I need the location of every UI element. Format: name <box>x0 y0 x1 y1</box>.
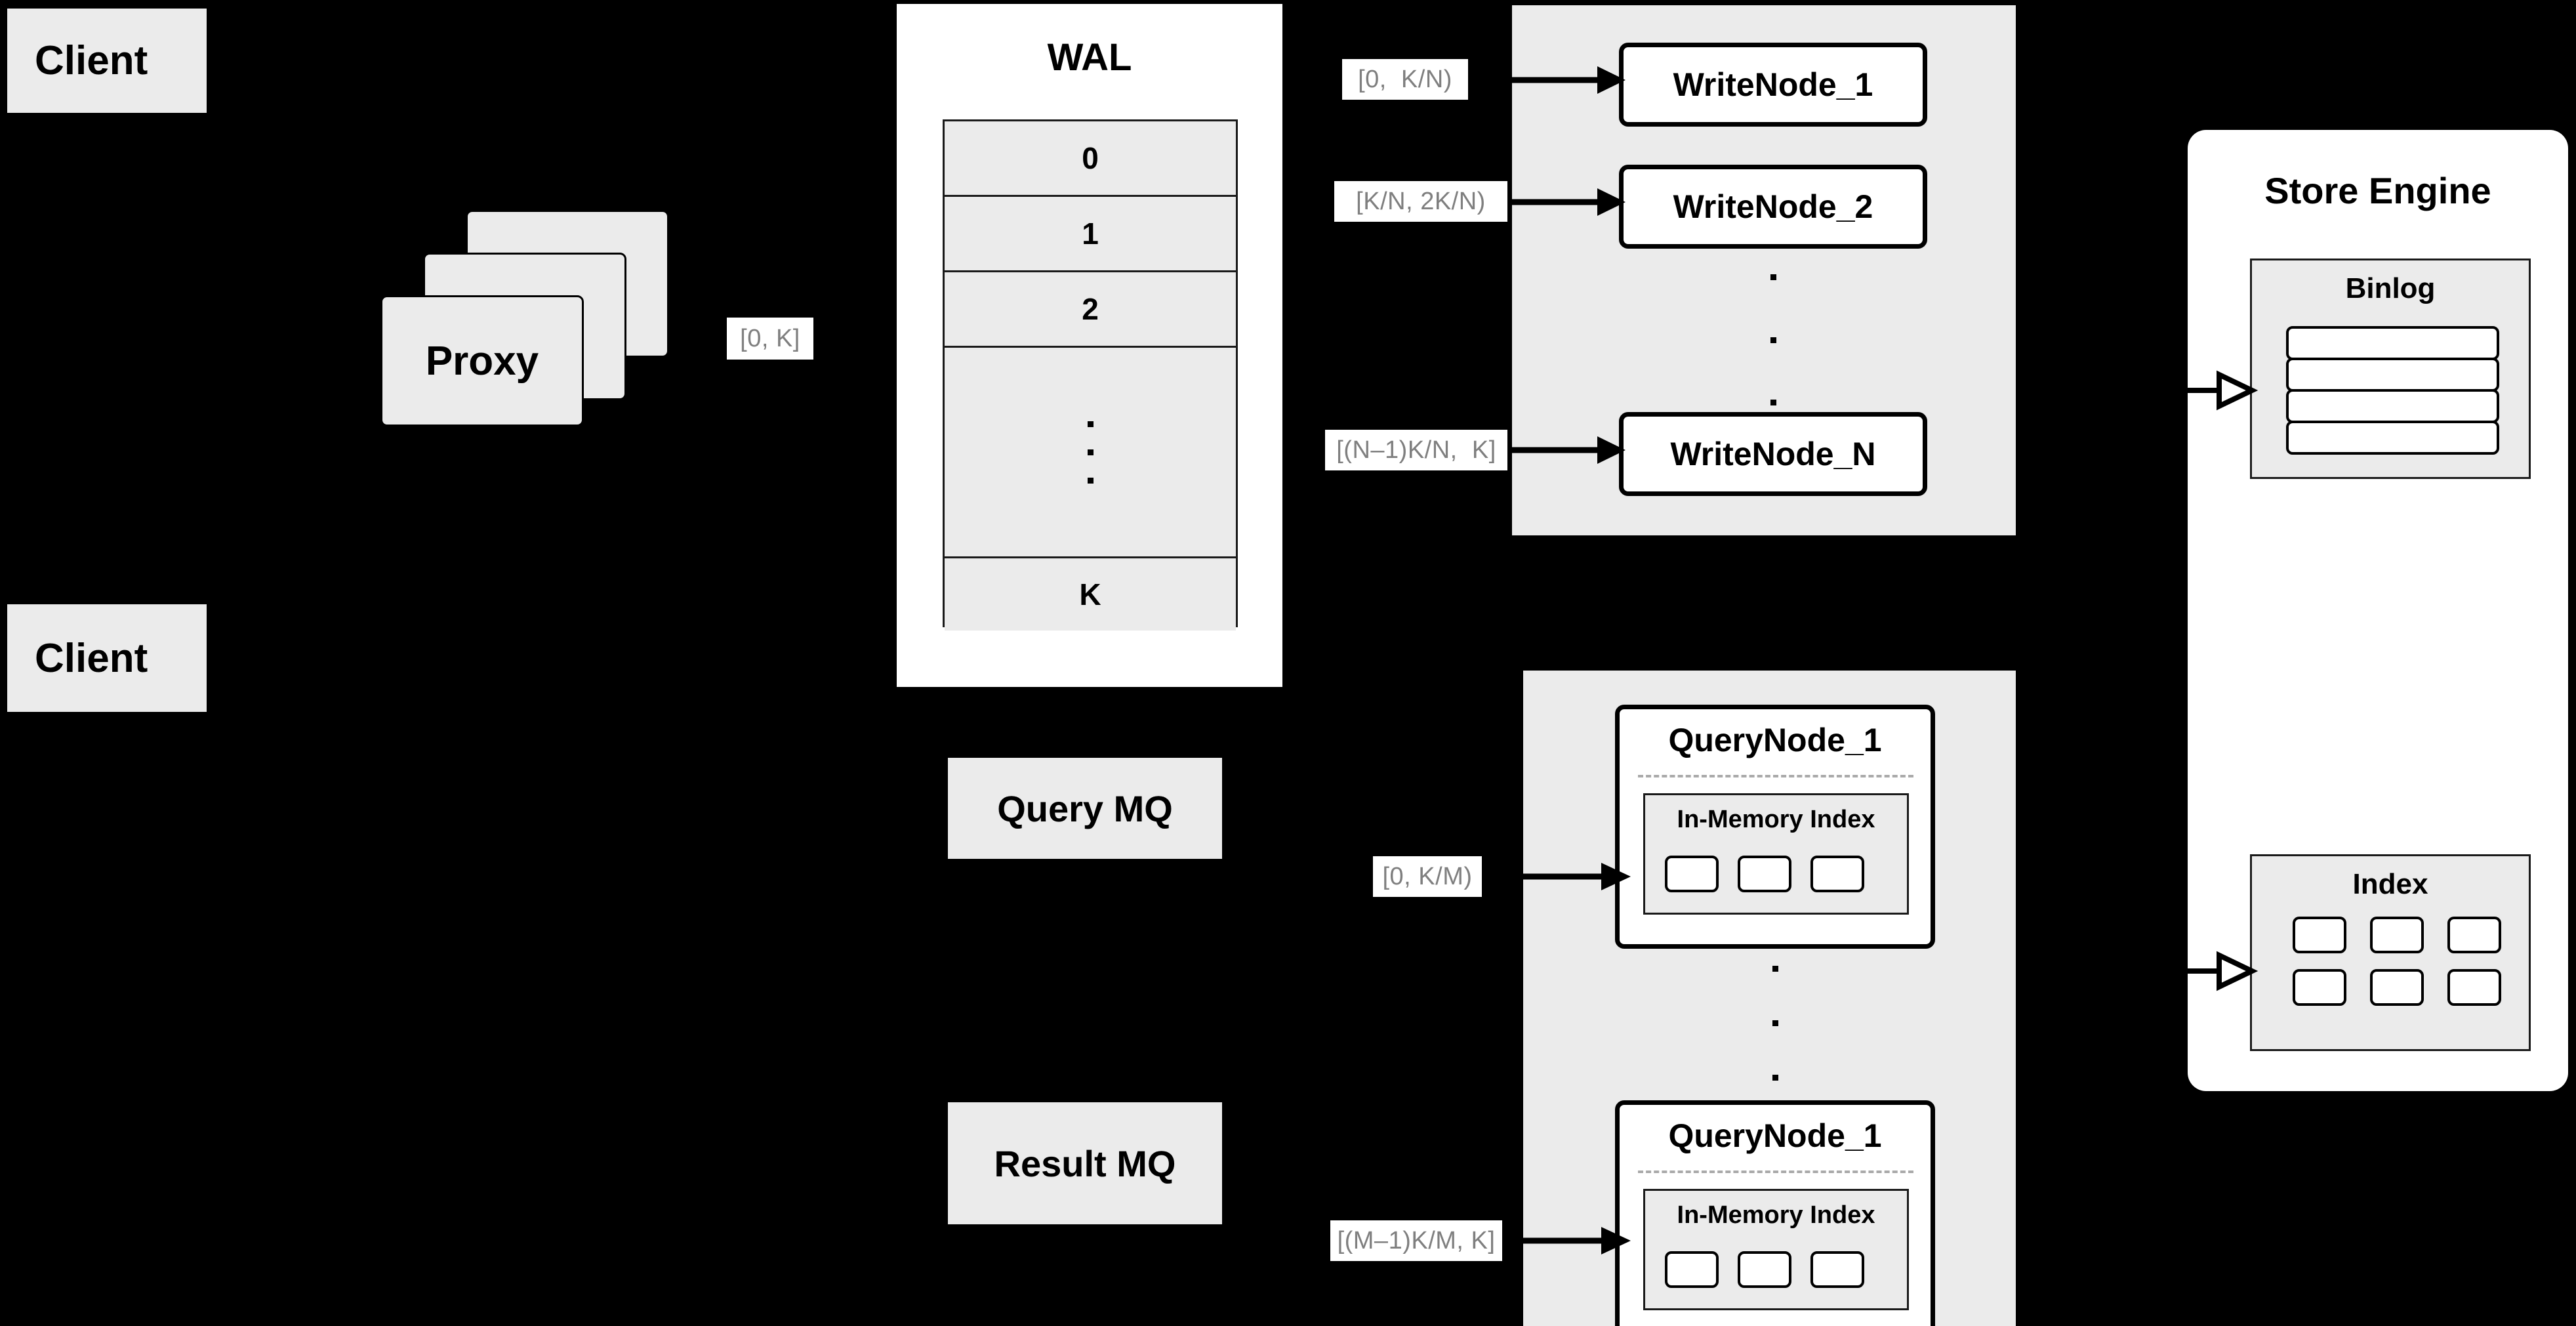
ellipsis-dot <box>1772 966 1778 972</box>
binlog-box: Binlog <box>2250 259 2531 479</box>
edge-label-text-qm: [(M–1)K/M, K] <box>1337 1226 1496 1254</box>
write-cluster-ellipsis <box>1770 274 1776 405</box>
in-memory-index-box-m: In-Memory Index <box>1643 1189 1909 1310</box>
index-cell <box>2447 917 2501 953</box>
proxy-label: Proxy <box>425 338 539 384</box>
index-mini-cell <box>1665 1251 1719 1288</box>
proxy-card-front[interactable]: Proxy <box>380 295 584 426</box>
query-node-box-m[interactable]: QueryNode_1 In-Memory Index <box>1615 1100 1935 1326</box>
client-label-1: Client <box>35 38 148 83</box>
wal-title: WAL <box>1047 36 1132 79</box>
index-cell <box>2370 969 2424 1006</box>
edge-label-wal-to-write-2: [K/N, 2K/N) <box>1334 181 1507 222</box>
write-node-label-1: WriteNode_1 <box>1673 66 1873 103</box>
query-node-label-m: QueryNode_1 <box>1668 1117 1882 1154</box>
index-title: Index <box>2352 868 2428 900</box>
ellipsis-dot <box>1087 449 1094 455</box>
binlog-title: Binlog <box>2345 272 2436 304</box>
edge-label-wal-to-write-n: [(N–1)K/N, K] <box>1325 430 1507 470</box>
edge-label-mq-to-query-m: [(M–1)K/M, K] <box>1330 1220 1502 1261</box>
query-node-cluster: QueryNode_1 In-Memory Index QueryNode_1 … <box>1523 671 2016 1326</box>
index-mini-cell <box>1738 856 1791 892</box>
result-mq-box[interactable]: Result MQ <box>946 1100 1224 1226</box>
query-node-label-1: QueryNode_1 <box>1668 722 1882 758</box>
ellipsis-dot <box>1770 337 1776 343</box>
index-box: Index <box>2250 854 2531 1051</box>
wal-cell-1[interactable]: 1 <box>945 197 1236 272</box>
wal-cell-ellipsis <box>945 348 1236 558</box>
result-mq-label: Result MQ <box>994 1142 1176 1184</box>
wal-cell-2[interactable]: 2 <box>945 272 1236 348</box>
in-memory-index-box-1: In-Memory Index <box>1643 793 1909 915</box>
index-mini-cell <box>1810 856 1864 892</box>
ellipsis-dot <box>1770 400 1776 405</box>
index-mini-cell <box>1665 856 1719 892</box>
index-cell <box>2447 969 2501 1006</box>
wal-cell-k[interactable]: K <box>945 558 1236 631</box>
arrow-to-index <box>2188 951 2259 991</box>
write-node-box-2[interactable]: WriteNode_2 <box>1619 165 1927 249</box>
query-node-divider-1 <box>1638 775 1913 777</box>
wal-cell-label-k: K <box>1079 577 1101 611</box>
ellipsis-dot <box>1087 421 1094 427</box>
arrow-mq-to-query-1 <box>1506 863 1631 890</box>
write-node-box-1[interactable]: WriteNode_1 <box>1619 43 1927 127</box>
edge-label-text-w2: [K/N, 2K/N) <box>1356 187 1486 215</box>
query-mq-box[interactable]: Query MQ <box>946 756 1224 861</box>
write-node-cluster: WriteNode_1 WriteNode_2 WriteNode_N <box>1512 5 2016 535</box>
binlog-row <box>2286 389 2499 423</box>
ellipsis-dot <box>1770 274 1776 280</box>
store-engine-panel: Store Engine Binlog Index <box>2188 130 2568 1091</box>
write-node-box-n[interactable]: WriteNode_N <box>1619 412 1927 496</box>
query-node-divider-m <box>1638 1171 1913 1173</box>
index-mini-cell <box>1810 1251 1864 1288</box>
arrow-to-binlog <box>2188 370 2259 411</box>
query-cluster-ellipsis <box>1772 966 1778 1081</box>
ellipsis-dot <box>1772 1075 1778 1081</box>
client-box-1[interactable]: Client <box>5 7 209 115</box>
ellipsis-dot <box>1087 477 1094 484</box>
index-cell <box>2370 917 2424 953</box>
binlog-row <box>2286 421 2499 455</box>
edge-label-proxy-to-wal: [0, K] <box>727 318 813 360</box>
index-mini-cell <box>1738 1251 1791 1288</box>
edge-label-text-q1: [0, K/M) <box>1382 862 1473 890</box>
binlog-row <box>2286 358 2499 392</box>
wal-cell-0[interactable]: 0 <box>945 121 1236 197</box>
proxy-stack[interactable]: Proxy <box>380 210 689 433</box>
edge-label-text-w1: [0, K/N) <box>1358 65 1452 93</box>
client-box-2[interactable]: Client <box>5 602 209 714</box>
in-memory-index-title-m: In-Memory Index <box>1677 1201 1875 1229</box>
wal-panel: WAL 0 1 2 K <box>897 4 1282 687</box>
query-mq-label: Query MQ <box>997 787 1173 829</box>
arrow-mq-to-query-m <box>1506 1227 1631 1254</box>
edge-label-wal-to-write-1: [0, K/N) <box>1342 59 1468 100</box>
write-node-label-n: WriteNode_N <box>1670 436 1876 472</box>
arrow-wal-to-write-2 <box>1509 188 1625 216</box>
binlog-row <box>2286 326 2499 360</box>
in-memory-index-title-1: In-Memory Index <box>1677 806 1875 833</box>
arrow-wal-to-write-n <box>1509 436 1625 464</box>
wal-cell-label-0: 0 <box>1082 141 1099 175</box>
client-label-2: Client <box>35 635 148 681</box>
edge-label-mq-to-query-1: [0, K/M) <box>1373 856 1482 897</box>
wal-cell-label-2: 2 <box>1082 292 1099 326</box>
index-cell <box>2293 917 2346 953</box>
query-node-box-1[interactable]: QueryNode_1 In-Memory Index <box>1615 705 1935 949</box>
wal-cell-list: 0 1 2 K <box>943 119 1238 631</box>
write-node-label-2: WriteNode_2 <box>1673 188 1873 225</box>
edge-label-text-wn: [(N–1)K/N, K] <box>1336 436 1496 464</box>
wal-cell-label-1: 1 <box>1082 217 1099 251</box>
index-cell <box>2293 969 2346 1006</box>
ellipsis-dot <box>1772 1020 1778 1026</box>
arrow-wal-to-write-1 <box>1509 66 1625 94</box>
edge-label-text-proxy-wal: [0, K] <box>740 324 800 352</box>
store-engine-title: Store Engine <box>2264 170 2491 211</box>
